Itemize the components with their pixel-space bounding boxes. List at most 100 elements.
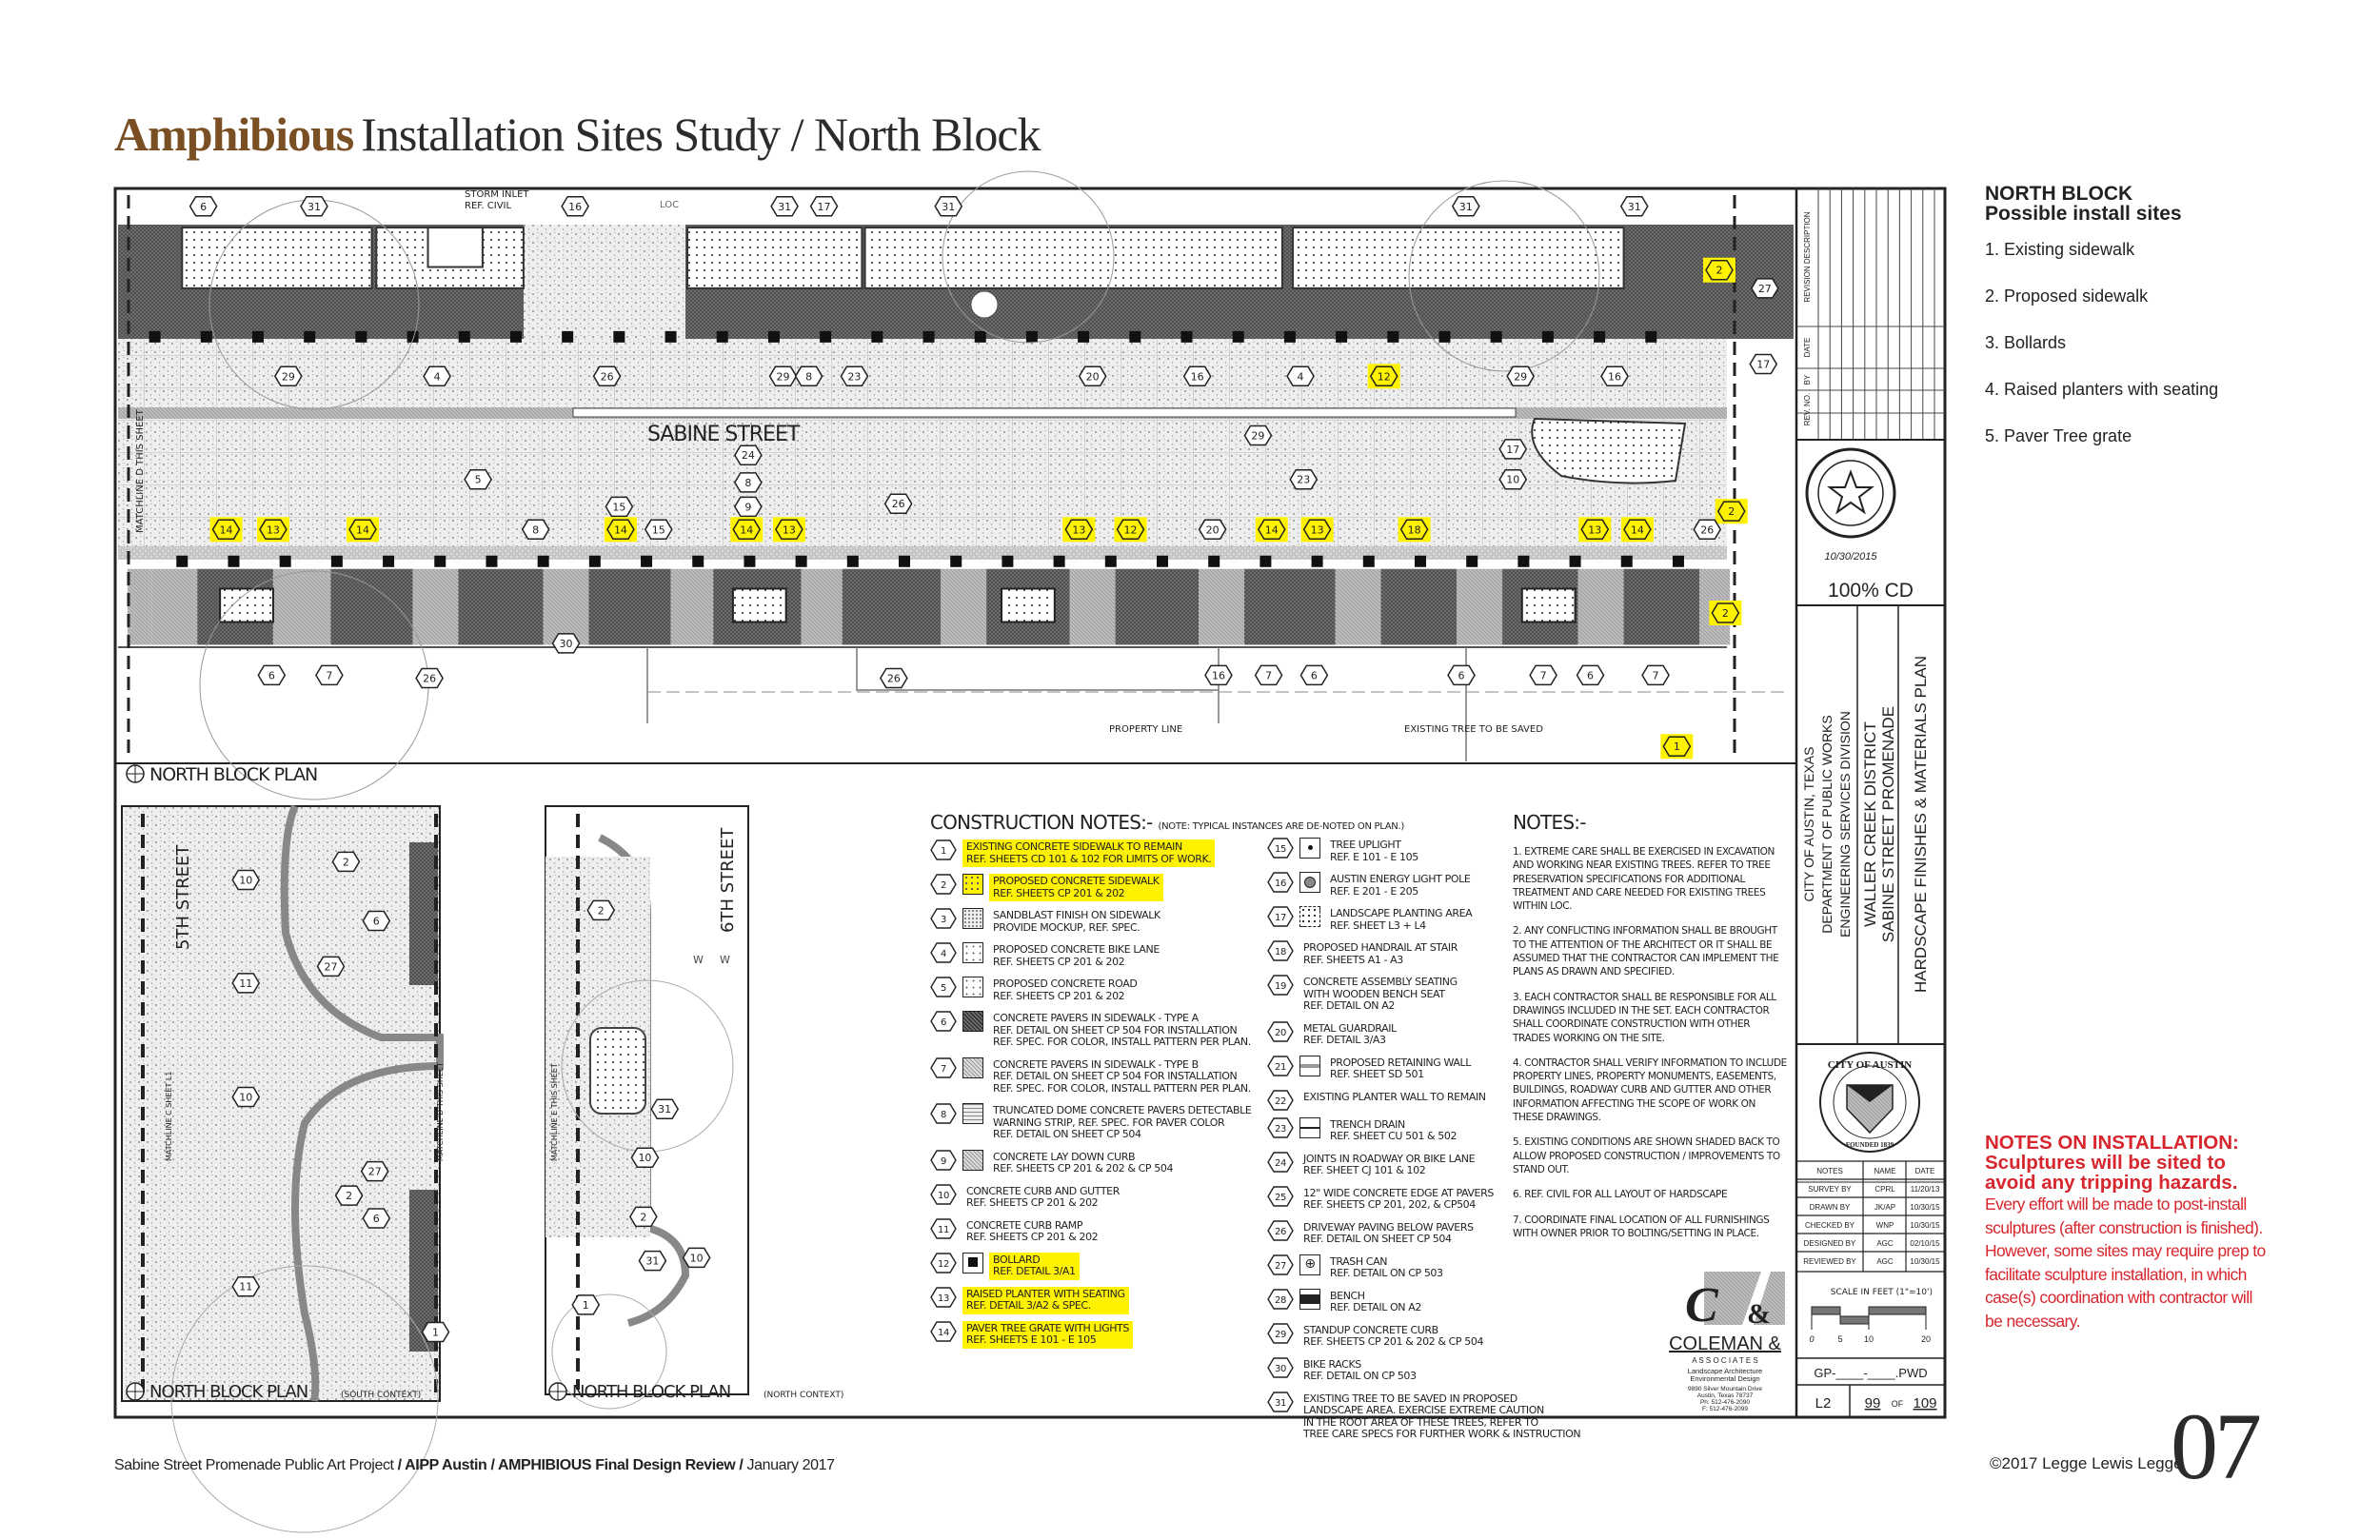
status-label: 100% CD <box>1828 580 1914 602</box>
callout-number: 31 <box>1459 201 1473 213</box>
firm-name: COLEMAN & <box>1669 1333 1781 1354</box>
installation-notes-heading: NOTES ON INSTALLATION: <box>1985 1132 2239 1154</box>
construction-note-line: REF. DETAIL 3/A1 <box>993 1265 1076 1277</box>
plan-callout: 26 <box>883 493 913 514</box>
install-site-item: 4. Raised planters with seating <box>1985 380 2219 399</box>
construction-note-line: REF. SPEC. FOR COLOR, INSTALL PATTERN PE… <box>993 1036 1251 1048</box>
note-item: 1. EXTREME CARE SHALL BE EXERCISED IN EX… <box>1513 846 1775 913</box>
plan-callout: 7 <box>1529 664 1557 686</box>
construction-note-line: PROPOSED RETAINING WALL <box>1330 1056 1471 1069</box>
callout-hexagon-icon: 19 <box>1267 975 1294 996</box>
note-item: 7. COORDINATE FINAL LOCATION OF ALL FURN… <box>1513 1214 1770 1239</box>
project-line: SABINE STREET PROMENADE <box>1879 706 1897 942</box>
plan-callout: 2 <box>1715 499 1748 524</box>
svg-text:15: 15 <box>1275 844 1286 855</box>
paver-area <box>1457 568 1503 645</box>
plan-callout: 30 <box>551 633 581 654</box>
plan-callout: 14 <box>1620 517 1654 543</box>
callout-number: 20 <box>1086 370 1100 383</box>
callout-number: 29 <box>1514 370 1527 383</box>
callout-number: 26 <box>601 370 614 383</box>
callout-hexagon-icon: 2 <box>930 874 957 895</box>
callout-number: 31 <box>1628 201 1641 213</box>
plan-callout: 13 <box>772 517 805 543</box>
footer-date: January 2017 <box>743 1457 835 1473</box>
note-item: 6. REF. CIVIL FOR ALL LAYOUT OF HARDSCAP… <box>1513 1189 1728 1201</box>
construction-note-line: REF. SHEETS CP 201 & 202 <box>966 1196 1099 1209</box>
callout-number: 12 <box>1124 523 1138 536</box>
matchline-c-label: MATCHLINE C SHEET L1 <box>165 1072 173 1161</box>
callout-number: 18 <box>1408 523 1421 536</box>
table-cell: JK/AP <box>1874 1203 1895 1212</box>
svg-text:25: 25 <box>1275 1193 1286 1203</box>
callout-number: 9 <box>744 501 751 513</box>
plan-callout: 15 <box>605 496 634 518</box>
north-arrow-icon <box>548 1382 567 1401</box>
city-seal-text: CITY OF AUSTIN <box>1828 1059 1912 1071</box>
callout-number: 13 <box>1072 523 1085 536</box>
paver-area <box>127 568 152 645</box>
south-plan-callout: 11 <box>231 973 261 994</box>
callout-hexagon-icon: 9 <box>930 1149 957 1171</box>
construction-note-line: EXISTING TREE TO BE SAVED IN PROPOSED <box>1303 1392 1517 1405</box>
construction-note-line: CONCRETE LAY DOWN CURB <box>993 1150 1136 1163</box>
construction-notes-heading: CONSTRUCTION NOTES:-(NOTE: TYPICAL INSTA… <box>930 811 1404 834</box>
callout-number: 31 <box>942 201 955 213</box>
title-brand: Amphibious <box>114 108 354 161</box>
callout-number: 27 <box>324 960 337 973</box>
north-plan-callout: 2 <box>586 899 616 921</box>
callout-number: 29 <box>282 370 295 383</box>
plan-callout: 5 <box>464 468 492 490</box>
bollard <box>1517 555 1530 567</box>
title-rest: Installation Sites Study / North Block <box>361 108 1041 161</box>
storm-inlet-ref: REF. CIVIL <box>465 201 511 211</box>
construction-note-line: PROPOSED CONCRETE ROAD <box>993 977 1138 990</box>
svg-text:30: 30 <box>1275 1364 1286 1374</box>
north-arrow-icon <box>126 764 145 783</box>
plan-callout: 8 <box>733 472 763 493</box>
plan-callout: 6 <box>257 664 287 686</box>
construction-note-line: STANDUP CONCRETE CURB <box>1303 1323 1438 1336</box>
matchline-e-label: MATCHLINE E THIS SHEET <box>550 1063 559 1161</box>
svg-text:27: 27 <box>1275 1261 1286 1272</box>
construction-note-line: REF. SHEETS CP 201 & 202 <box>966 1231 1099 1243</box>
bollard <box>692 555 704 567</box>
bollard <box>1541 330 1554 343</box>
callout-number: 26 <box>423 673 436 685</box>
svg-text:21: 21 <box>1275 1062 1286 1073</box>
callout-hexagon-icon: 11 <box>930 1217 957 1239</box>
general-notes: 1. EXTREME CARE SHALL BE EXERCISED IN EX… <box>1513 845 1789 1252</box>
bollard <box>1490 330 1502 343</box>
svg-text:22: 22 <box>1275 1096 1286 1107</box>
callout-hexagon-icon: 30 <box>1267 1356 1294 1378</box>
table-cell: DRAWN BY <box>1810 1203 1851 1212</box>
paver-area <box>151 568 198 645</box>
bollard <box>950 555 962 567</box>
install-sites-subtitle: Possible install sites <box>1985 203 2182 225</box>
plan-callout: 20 <box>1078 365 1107 387</box>
stipple-yellow-swatch-icon <box>962 874 983 895</box>
callout-hexagon-icon: 27 <box>1267 1254 1294 1275</box>
bollard <box>228 555 240 567</box>
scale-bar <box>1811 1306 1927 1330</box>
callout-hexagon-icon: 22 <box>1267 1089 1294 1111</box>
bollard <box>1414 555 1426 567</box>
callout-hexagon-icon: 16 <box>1267 872 1294 893</box>
plan-callout: 2 <box>1703 257 1736 283</box>
plan-callout: 16 <box>1600 365 1629 387</box>
bollard <box>1232 330 1244 343</box>
